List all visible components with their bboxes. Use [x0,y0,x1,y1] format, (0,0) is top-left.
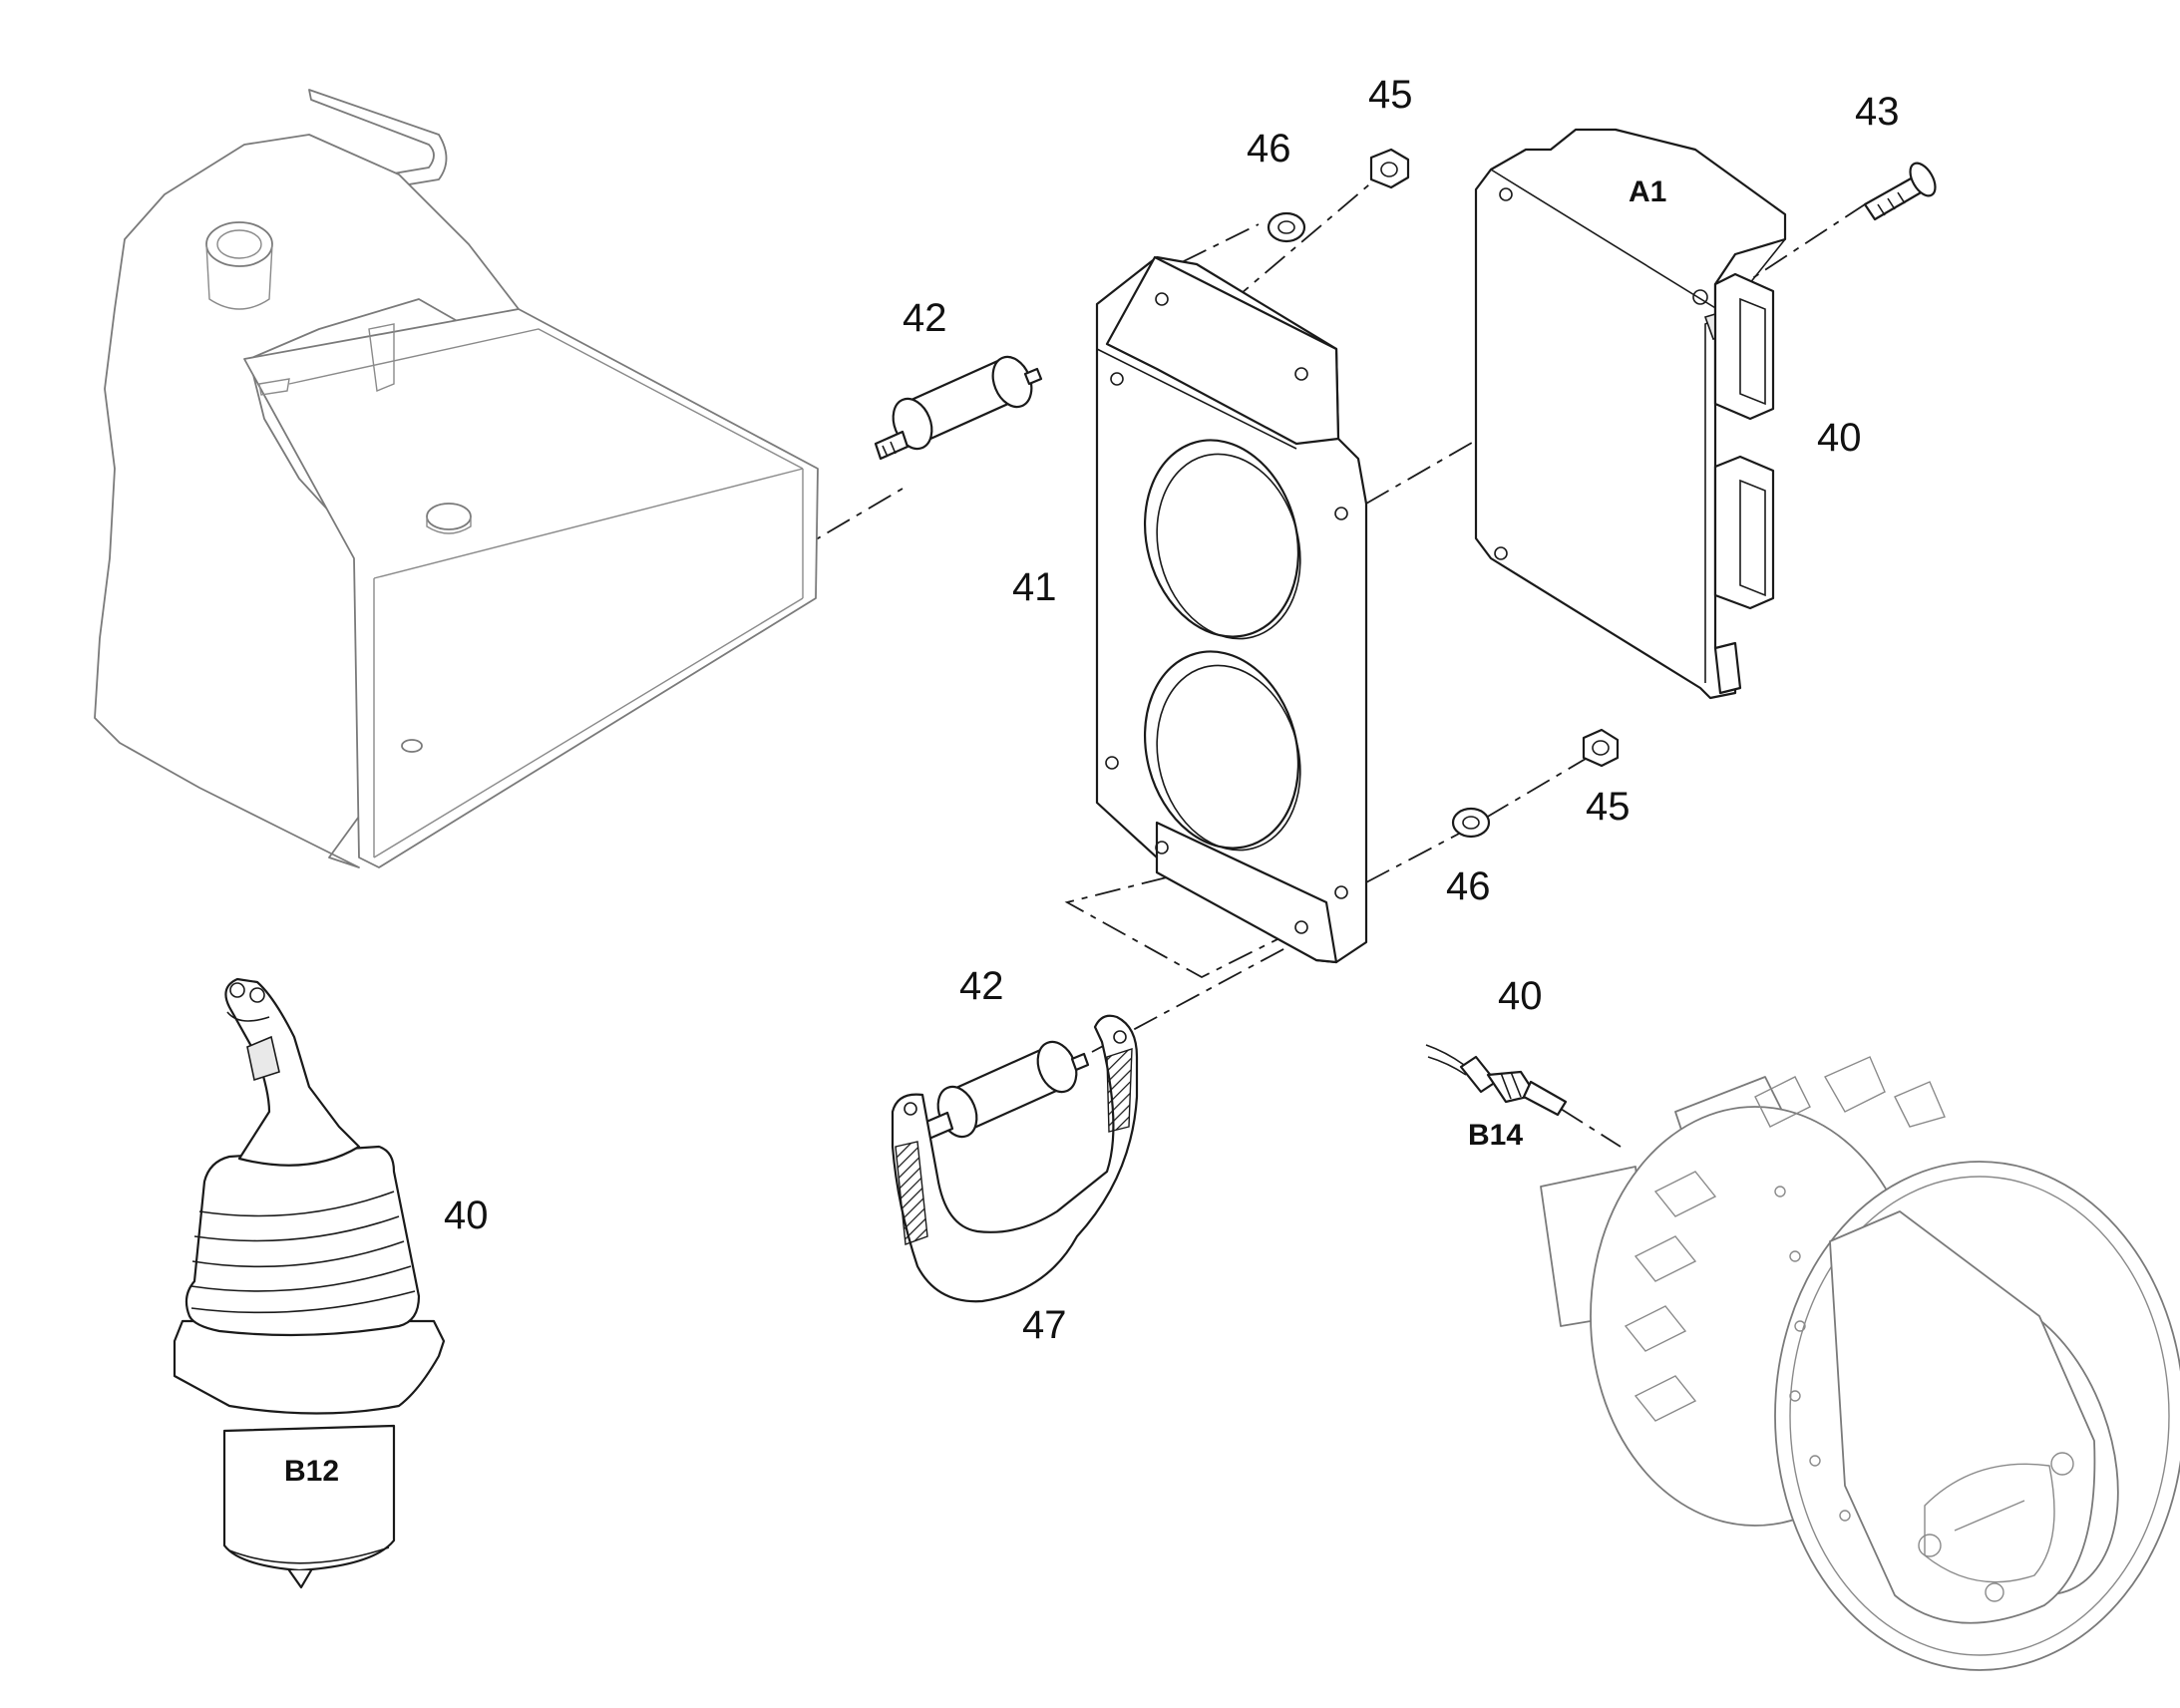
callout-40-b12: 40 [444,1194,489,1237]
callout-40-b14: 40 [1498,974,1543,1018]
controller-a1 [1474,128,1787,700]
mounting-plate [1095,255,1368,964]
nut-top [1369,148,1410,189]
tag-b14: B14 [1468,1119,1523,1152]
callout-43: 43 [1855,90,1900,134]
tag-a1: A1 [1629,175,1666,208]
callout-45-bottom: 45 [1586,785,1631,829]
callout-40-a1: 40 [1817,416,1862,460]
callout-46-top: 46 [1247,127,1291,171]
component-tags: A1 B12 B14 [284,175,1666,1488]
screw [1863,162,1937,221]
damper-bottom [917,1040,1090,1143]
tank-bracket-assembly [94,89,819,868]
callout-41: 41 [1012,565,1057,609]
sensor-b14 [1425,1044,1568,1117]
joystick-b12 [173,977,446,1589]
tag-b12: B12 [284,1455,339,1488]
callout-42-bottom: 42 [959,964,1004,1008]
washer-bottom [1451,807,1491,839]
damper-top [874,355,1043,461]
callout-46-bottom: 46 [1446,864,1491,908]
travel-motor [1540,1056,2180,1671]
strap [891,1014,1139,1303]
washer-top [1267,211,1306,243]
callout-47: 47 [1022,1303,1067,1347]
nut-bottom [1582,728,1620,768]
callout-45-top: 45 [1368,73,1413,117]
callout-labels: 45 46 43 42 40 41 45 46 42 40 40 47 [444,73,1900,1347]
callout-42-top: 42 [903,296,947,340]
